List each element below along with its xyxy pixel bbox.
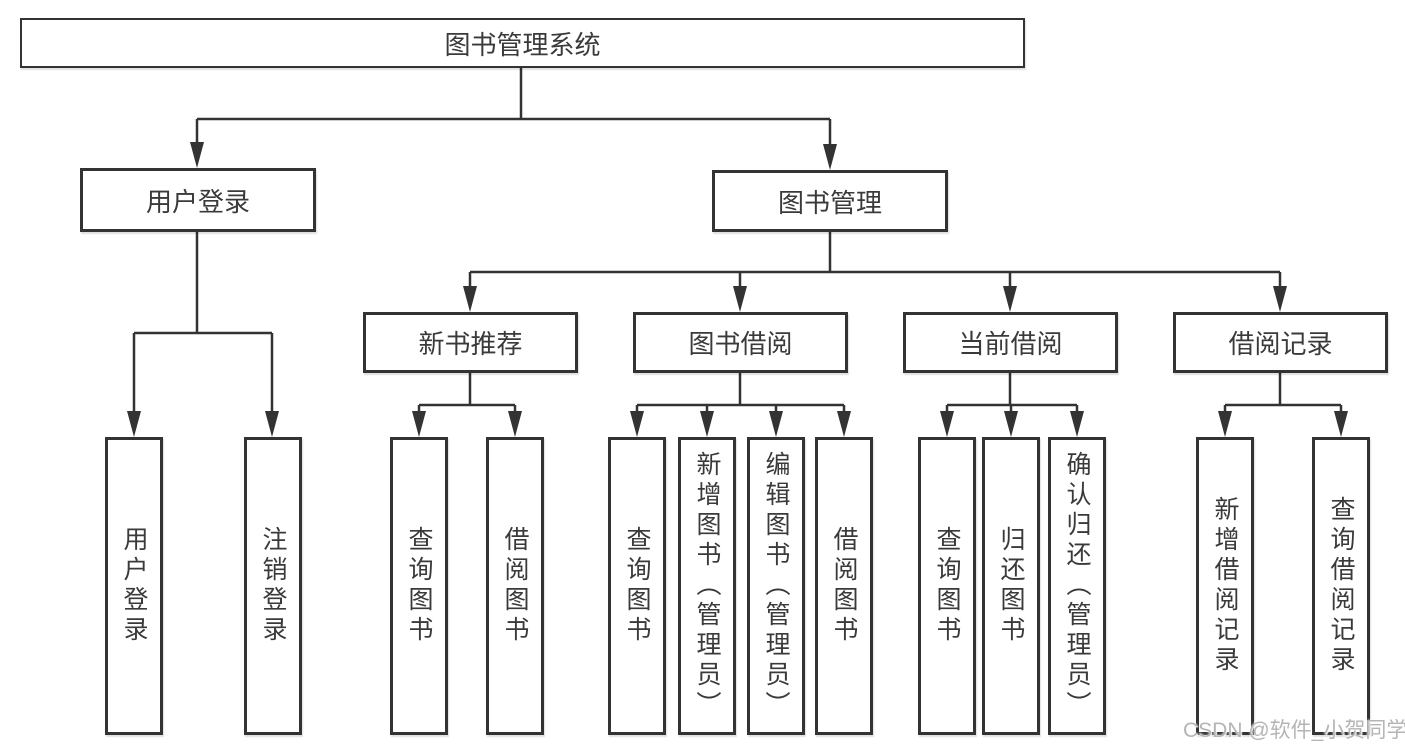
arrowhead xyxy=(1218,411,1232,437)
leaf-label: 确认归还（管理员） xyxy=(1063,451,1091,721)
csdn-watermark: CSDN @软件_小贺同学 xyxy=(1183,719,1405,742)
leaf-query-borrow-record: 查询借阅记录 xyxy=(1312,437,1370,735)
leaf-label: 编辑图书（管理员） xyxy=(762,451,790,721)
arrowhead xyxy=(1334,411,1348,437)
arrowhead xyxy=(463,286,477,312)
leaf-label: 借阅图书 xyxy=(830,526,858,646)
node-label: 图书借阅 xyxy=(688,329,793,359)
arrowhead xyxy=(127,411,141,437)
leaf-label: 归还图书 xyxy=(997,526,1025,646)
leaf-add-book-admin: 新增图书（管理员） xyxy=(678,437,736,735)
node-book-borrow: 图书借阅 xyxy=(633,312,848,373)
arrowhead xyxy=(1070,411,1084,437)
leaf-label: 注销登录 xyxy=(259,526,287,646)
arrowhead xyxy=(190,142,204,168)
node-new-book-recommend: 新书推荐 xyxy=(363,312,578,373)
leaf-edit-book-admin: 编辑图书（管理员） xyxy=(747,437,805,735)
arrowhead xyxy=(700,411,714,437)
leaf-add-borrow-record: 新增借阅记录 xyxy=(1196,437,1254,735)
node-label: 图书管理系统 xyxy=(444,29,601,60)
leaf-user-login: 用户登录 xyxy=(105,437,163,735)
connector-user-login-split xyxy=(132,232,274,413)
arrowhead xyxy=(823,144,837,170)
leaf-return-book: 归还图书 xyxy=(982,437,1040,735)
leaf-query-books-3: 查询图书 xyxy=(918,437,976,735)
connector-borrow-records-split xyxy=(1223,373,1343,413)
leaf-borrow-books-2: 借阅图书 xyxy=(815,437,873,735)
arrowhead xyxy=(1273,286,1287,312)
node-root: 图书管理系统 xyxy=(20,18,1025,68)
node-label: 用户登录 xyxy=(145,186,250,217)
leaf-label: 查询图书 xyxy=(623,526,651,646)
leaf-label: 查询图书 xyxy=(933,526,961,646)
node-borrow-records: 借阅记录 xyxy=(1173,312,1388,373)
arrowhead xyxy=(265,411,279,437)
arrowhead xyxy=(733,286,747,312)
leaf-borrow-books-1: 借阅图书 xyxy=(486,437,544,735)
leaf-query-books-1: 查询图书 xyxy=(390,437,448,735)
leaf-label: 新增借阅记录 xyxy=(1211,496,1239,676)
leaf-label: 新增图书（管理员） xyxy=(693,451,721,721)
connector-new-book-split xyxy=(417,373,517,413)
arrowhead xyxy=(837,411,851,437)
connector-book-management-split xyxy=(468,232,1282,288)
arrowhead xyxy=(1003,286,1017,312)
arrowhead xyxy=(940,411,954,437)
leaf-label: 查询图书 xyxy=(405,526,433,646)
node-user-login: 用户登录 xyxy=(80,168,316,232)
leaf-logout: 注销登录 xyxy=(244,437,302,735)
connector-book-borrow-split xyxy=(635,373,846,413)
arrowhead xyxy=(630,411,644,437)
arrowhead xyxy=(412,411,426,437)
node-label: 借阅记录 xyxy=(1228,329,1333,359)
connector-current-borrow-split xyxy=(945,373,1079,413)
node-label: 图书管理 xyxy=(777,187,882,218)
arrowhead xyxy=(1004,411,1018,437)
connector-root-split xyxy=(195,68,832,144)
node-current-borrow: 当前借阅 xyxy=(903,312,1118,373)
leaf-label: 借阅图书 xyxy=(501,526,529,646)
leaf-label: 查询借阅记录 xyxy=(1327,496,1355,676)
arrowhead xyxy=(508,411,522,437)
node-label: 新书推荐 xyxy=(418,329,523,359)
leaf-label: 用户登录 xyxy=(120,526,148,646)
node-label: 当前借阅 xyxy=(958,329,1063,359)
arrowhead xyxy=(769,411,783,437)
leaf-confirm-return-admin: 确认归还（管理员） xyxy=(1048,437,1106,735)
node-book-management: 图书管理 xyxy=(712,170,948,232)
leaf-query-books-2: 查询图书 xyxy=(608,437,666,735)
